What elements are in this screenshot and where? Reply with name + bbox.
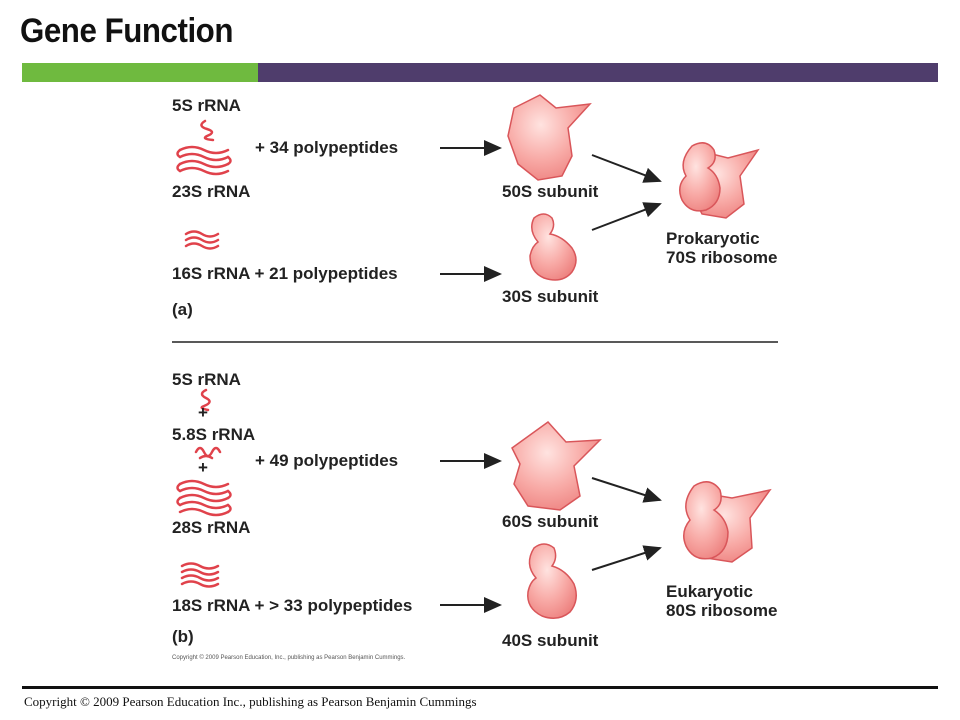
label-5s-rrna-a: 5S rRNA — [172, 96, 241, 115]
slide-title: Gene Function — [20, 12, 233, 50]
label-eukaryotic: Eukaryotic — [666, 582, 753, 601]
label-60s-subunit: 60S subunit — [502, 512, 599, 531]
subunit-60s-shape — [511, 420, 602, 511]
plus-sign-2: + — [198, 458, 208, 477]
label-49-polypeptides: + 49 polypeptides — [255, 451, 399, 470]
title-accent-bar-purple — [258, 63, 938, 82]
label-23s-rrna: 23S rRNA — [172, 182, 251, 201]
rna-18s-coil-icon — [180, 562, 220, 588]
label-34-polypeptides: + 34 polypeptides — [255, 138, 399, 157]
panel-label-a: (a) — [172, 300, 193, 319]
label-5s-rrna-b: 5S rRNA — [172, 370, 241, 389]
label-58s-rrna: 5.8S rRNA — [172, 425, 256, 444]
subunit-40s-shape — [527, 543, 577, 619]
label-prokaryotic: Prokaryotic — [666, 229, 760, 248]
title-accent-bar-green — [22, 63, 258, 82]
label-18s-33-polypeptides: 18S rRNA + > 33 polypeptides — [172, 596, 413, 615]
figure-copyright: Copyright © 2009 Pearson Education, Inc.… — [172, 655, 406, 661]
ribosome-70s-shape — [679, 142, 760, 219]
label-28s-rrna: 28S rRNA — [172, 518, 251, 537]
footer-rule — [22, 686, 938, 689]
rna-58s-squiggle-icon — [194, 446, 222, 460]
subunit-30s-shape — [529, 213, 577, 281]
label-70s-ribosome: 70S ribosome — [666, 248, 778, 267]
label-40s-subunit: 40S subunit — [502, 631, 599, 650]
subunit-50s-shape — [507, 94, 592, 181]
slide-footer-copyright: Copyright © 2009 Pearson Education Inc.,… — [24, 694, 477, 709]
arrow-b-40s-to-80s — [591, 545, 662, 571]
rna-28s-coil-icon — [176, 479, 232, 517]
arrow-b-60s-to-80s — [591, 477, 662, 503]
rna-5s-squiggle-icon — [200, 119, 215, 142]
rna-23s-coil-icon — [176, 145, 232, 176]
rna-5s-squiggle-icon — [200, 388, 211, 412]
arrow-a-30s-to-70s — [591, 202, 662, 231]
rna-16s-coil-icon — [184, 230, 220, 250]
panel-label-b: (b) — [172, 627, 194, 646]
label-30s-subunit: 30S subunit — [502, 287, 599, 306]
label-50s-subunit: 50S subunit — [502, 182, 599, 201]
label-16s-21-polypeptides: 16S rRNA + 21 polypeptides — [172, 264, 398, 283]
arrow-a-50s-to-70s — [591, 154, 662, 183]
label-80s-ribosome: 80S ribosome — [666, 601, 778, 620]
plus-sign-1: + — [198, 403, 208, 422]
ribosome-80s-shape — [683, 481, 772, 563]
